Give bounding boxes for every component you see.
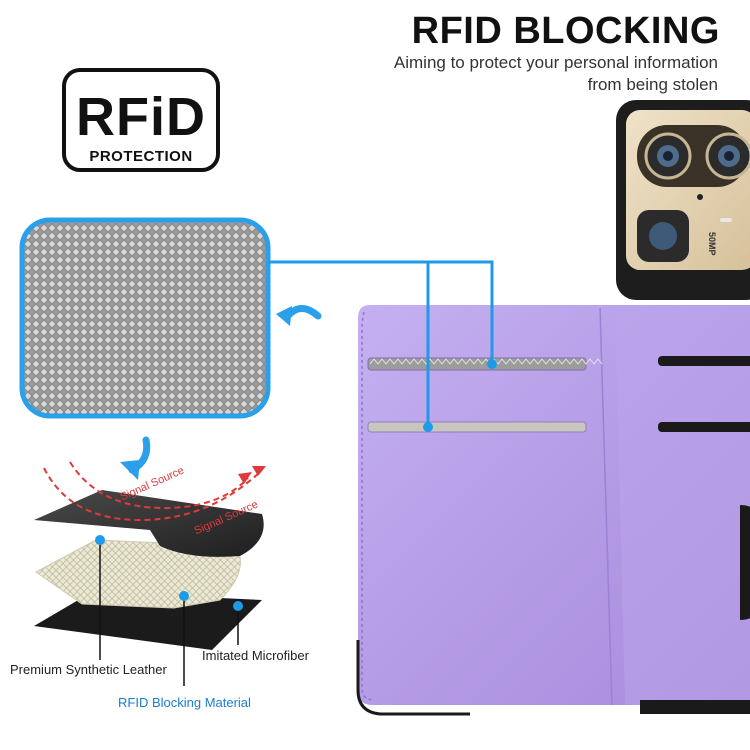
rfid-badge-sub: PROTECTION xyxy=(89,148,193,165)
connector-dot-1 xyxy=(487,359,497,369)
rfid-protection-badge: RFiD PROTECTION xyxy=(62,68,220,172)
phone-case xyxy=(616,100,750,300)
subtitle-line-2: from being stolen xyxy=(587,75,718,94)
rfid-badge-word: RFiD xyxy=(76,87,206,147)
label-rfid-blocking-material: RFID Blocking Material xyxy=(118,695,251,710)
connector-lines xyxy=(268,260,494,427)
curved-arrow-left-icon xyxy=(276,305,322,326)
rfid-mesh-panel xyxy=(19,217,271,419)
layer-diagram xyxy=(34,461,266,686)
subtitle-line-1: Aiming to protect your personal informat… xyxy=(393,53,718,72)
camera-label: 50MP xyxy=(707,232,717,256)
label-premium-synthetic-leather: Premium Synthetic Leather xyxy=(10,662,167,677)
page-subtitle: Aiming to protect your personal informat… xyxy=(360,52,718,96)
connector-dot-2 xyxy=(423,422,433,432)
curved-arrow-down-icon xyxy=(120,436,151,480)
purple-wallet xyxy=(356,305,750,716)
label-imitated-microfiber: Imitated Microfiber xyxy=(202,648,309,663)
page-title: RFID BLOCKING xyxy=(411,10,720,52)
